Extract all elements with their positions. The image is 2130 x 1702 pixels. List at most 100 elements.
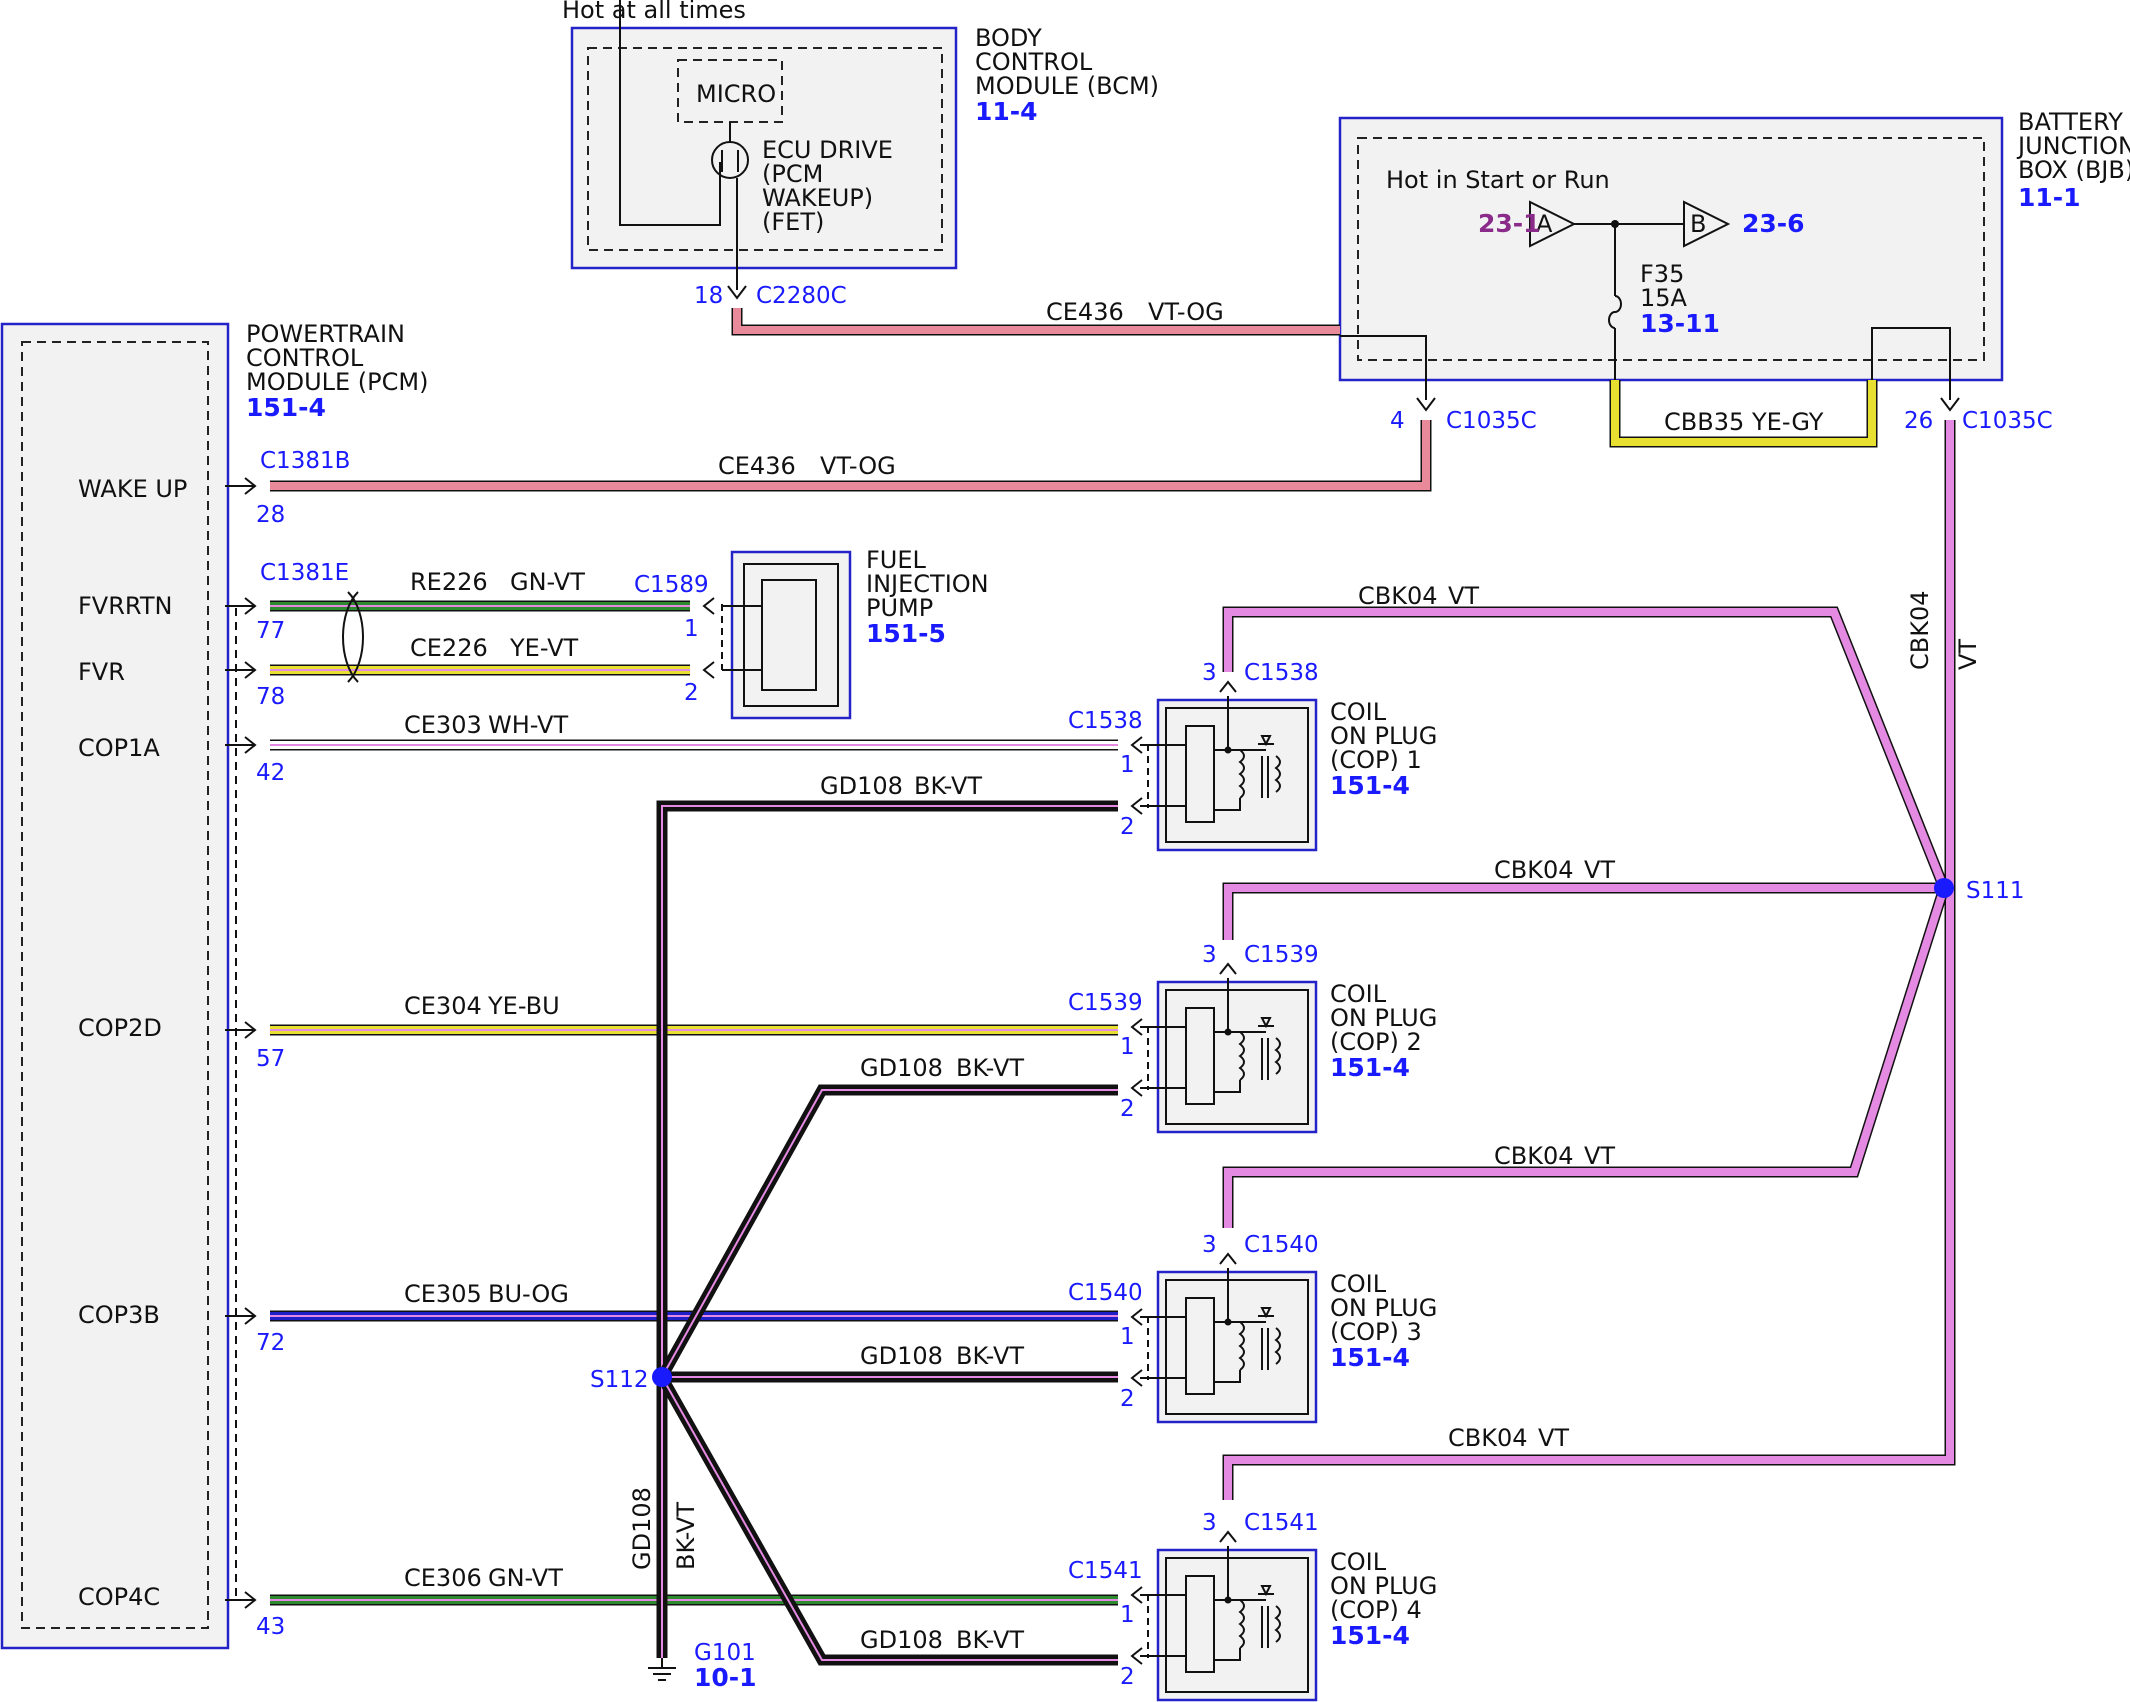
wire-label-gd-2-color: BK-VT: [956, 1054, 1024, 1082]
bjb-name-l3: BOX (BJB): [2018, 156, 2130, 184]
pcm-connector-c1381b: C1381B: [260, 448, 350, 474]
wire-wakeup: [270, 420, 1432, 492]
pcm-connector-c1381e: C1381E: [260, 560, 349, 586]
wire-gd-trunk: [656, 800, 1118, 1658]
wire-label-bcm-circuit: CE436: [1046, 298, 1124, 326]
bjb-ref-out: 23-6: [1742, 209, 1805, 238]
bcm-drive-l2: (PCM: [762, 160, 823, 188]
wire-labels: CE436 VT-OG CE436 VT-OG RE226 GN-VT CE22…: [404, 298, 1982, 1654]
splice-s112-label: S112: [590, 1367, 649, 1393]
coil-4-connector: C1541: [1068, 1558, 1143, 1584]
pcm-pin-28: 28: [256, 502, 285, 528]
bjb-fuse-name: F35: [1640, 260, 1684, 288]
wire-label-cbb35-color: YE-GY: [1751, 408, 1824, 436]
coil-1-pin1-arrow: [1130, 736, 1143, 754]
coil-1-name-l2: ON PLUG: [1330, 722, 1437, 750]
bjb-node-b: B: [1690, 210, 1706, 238]
coil-3-ref: 151-4: [1330, 1343, 1410, 1372]
splice-s111: [1934, 878, 1954, 898]
bcm-connector: C2280C: [756, 283, 847, 309]
pcm-pin-label-cop2d: COP2D: [78, 1014, 162, 1042]
bjb-pin-left: 4: [1390, 408, 1405, 434]
fip-pin2: 2: [684, 680, 699, 706]
wire-feed-main: [1222, 420, 1956, 1500]
pcm-pin-label-fvrrtn: FVRRTN: [78, 592, 172, 620]
bcm-micro-label: MICRO: [696, 80, 776, 108]
wire-label-feed-1-circuit: CBK04: [1358, 582, 1438, 610]
wire-label-feed-3-circuit: CBK04: [1494, 1142, 1574, 1170]
coil-1-name-l3: (COP) 1: [1330, 746, 1422, 774]
fip-name-l3: PUMP: [866, 594, 933, 622]
wire-label-wakeup-circuit: CE436: [718, 452, 796, 480]
coil-3-pin3: 3: [1202, 1232, 1217, 1258]
wire-feed-cop2: [1222, 882, 1944, 940]
pcm-pin-label-cop1a: COP1A: [78, 734, 160, 762]
pcm-pin-77: 77: [256, 618, 285, 644]
wire-label-gd-vert-color: BK-VT: [672, 1502, 700, 1570]
coil-1-connector-top: C1538: [1244, 660, 1319, 686]
wire-label-cop2-color: YE-BU: [487, 992, 560, 1020]
pcm-pin-57: 57: [256, 1046, 285, 1072]
bjb-name-l2: JUNCTION: [2016, 132, 2130, 160]
pcm-pin-label-cop3b: COP3B: [78, 1301, 160, 1329]
wire-label-feed-3-color: VT: [1584, 1142, 1615, 1170]
wire-label-feed-4-color: VT: [1538, 1424, 1569, 1452]
coil-2-connector-top: C1539: [1244, 942, 1319, 968]
fip-pin2-arrow: [702, 661, 715, 679]
coil-4-ref: 151-4: [1330, 1621, 1410, 1650]
wire-label-feed-4-circuit: CBK04: [1448, 1424, 1528, 1452]
wire-label-feed-1-color: VT: [1448, 582, 1479, 610]
coil-2-name-l3: (COP) 2: [1330, 1028, 1422, 1056]
coil-3-pin1: 1: [1120, 1324, 1135, 1350]
wire-gd-cop4: [657, 1374, 1118, 1666]
fuel-injection-pump: FUEL INJECTION PUMP 151-5 C1589 1 2: [634, 546, 989, 720]
coil-2-pin3-arrow: [1219, 962, 1237, 975]
fuse-f35: [1608, 295, 1622, 329]
coil-4-name-l3: (COP) 4: [1330, 1596, 1422, 1624]
coil-3-name-l2: ON PLUG: [1330, 1294, 1437, 1322]
pcm-name-l2: CONTROL: [246, 344, 364, 372]
bcm-module: MICRO Hot at all times ECU DRIVE (PCM WA…: [562, 0, 1159, 309]
wire-label-wakeup-color: VT-OG: [820, 452, 896, 480]
splices: S111 S112: [590, 878, 2025, 1393]
wire-label-cop3-color: BU-OG: [488, 1280, 569, 1308]
coil-2-name-l2: ON PLUG: [1330, 1004, 1437, 1032]
coil-4-name-l1: COIL: [1330, 1548, 1387, 1576]
coil-4-pin1-arrow: [1130, 1586, 1143, 1604]
wire-label-cop4-color: GN-VT: [488, 1564, 563, 1592]
wire-label-fvrrtn-circuit: RE226: [410, 568, 488, 596]
coil-1-ref: 151-4: [1330, 771, 1410, 800]
wire-label-feed-vert-circuit: CBK04: [1906, 591, 1934, 671]
wire-label-gd-3-color: BK-VT: [956, 1342, 1024, 1370]
fip-ref: 151-5: [866, 619, 946, 648]
wire-label-gd-1-color: BK-VT: [914, 772, 982, 800]
pcm-pin-78: 78: [256, 684, 285, 710]
coil-4-connector-top: C1541: [1244, 1510, 1319, 1536]
pcm-ref: 151-4: [246, 393, 326, 422]
wire-feed-cop1: [1222, 606, 1950, 891]
wire-cbb35: [1609, 380, 1878, 448]
wire-label-gd-4-color: BK-VT: [956, 1626, 1024, 1654]
wire-label-cop4-circuit: CE306: [404, 1564, 482, 1592]
wire-label-feed-2-color: VT: [1584, 856, 1615, 884]
coil-2-pin1: 1: [1120, 1034, 1135, 1060]
bjb-conn-right: C1035C: [1962, 408, 2053, 434]
bjb-conn-left: C1035C: [1446, 408, 1537, 434]
bjb-fuse-ref: 13-11: [1640, 309, 1720, 338]
fip-pin1: 1: [684, 616, 699, 642]
coil-4-pin3: 3: [1202, 1510, 1217, 1536]
wire-label-gd-4-circuit: GD108: [860, 1626, 943, 1654]
pcm-pin-43: 43: [256, 1614, 285, 1640]
fip-name-l2: INJECTION: [866, 570, 989, 598]
coil-4-pin2-arrow: [1130, 1647, 1143, 1665]
coil-1-pin1: 1: [1120, 752, 1135, 778]
bcm-drive-l4: (FET): [762, 208, 824, 236]
wire-bcm-bjb: [731, 308, 1340, 336]
wire-gd-cop2: [657, 1084, 1118, 1380]
coil-2-pin2: 2: [1120, 1096, 1135, 1122]
